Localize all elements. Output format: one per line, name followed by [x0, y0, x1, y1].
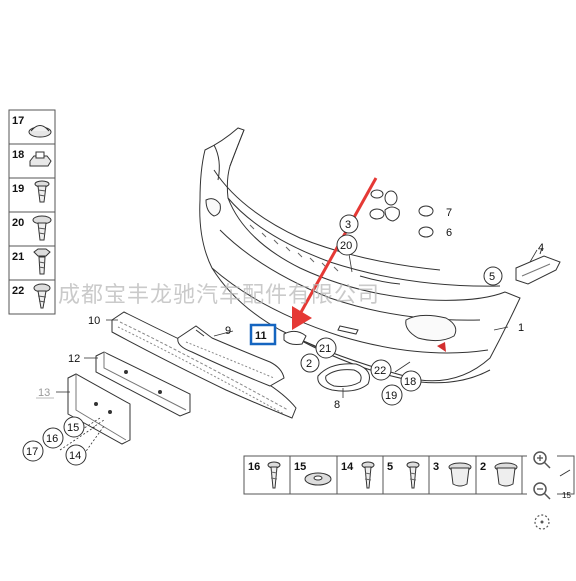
callout-6: 6 — [446, 227, 452, 239]
legend-bottom-label-3: 14 — [341, 461, 354, 473]
legend-left-label-2: 18 — [12, 149, 24, 161]
callout-14: 14 — [69, 450, 81, 462]
bottom-legend-table: 16 15 14 5 3 2 15 — [243, 455, 575, 500]
callout-11-highlight — [249, 323, 277, 346]
callout-11: 11 — [255, 330, 267, 342]
callout-18: 18 — [404, 376, 416, 388]
screw-washer-icon — [32, 215, 52, 241]
bumper-cover — [199, 127, 521, 384]
callout-19: 19 — [385, 390, 397, 402]
legend-left-label-1: 17 — [12, 115, 24, 127]
license-plate-13 — [67, 373, 131, 445]
callout-12: 12 — [68, 353, 80, 365]
legend-left-label-4: 20 — [12, 217, 24, 229]
callout-5: 5 — [489, 271, 495, 283]
callout-labels: 1 2 3 4 5 6 7 8 9 10 11 12 13 14 15 16 1… — [22, 207, 544, 466]
zoom-in-icon — [533, 451, 551, 469]
legend-bottom-label-partial: 15 — [562, 491, 571, 500]
reflector-mark — [437, 342, 446, 352]
callout-20: 20 — [340, 240, 352, 252]
callout-16: 16 — [46, 433, 58, 445]
legend-bottom-label-6: 2 — [480, 461, 486, 473]
callout-1: 1 — [518, 322, 524, 334]
zoom-out-button[interactable] — [527, 476, 557, 506]
legend-bottom-label-4: 5 — [387, 461, 393, 473]
screw-icon — [361, 461, 375, 489]
top-rings — [369, 189, 434, 238]
callout-15: 15 — [67, 422, 79, 434]
callout-21: 21 — [319, 343, 331, 355]
legend-bottom-label-2: 15 — [294, 461, 306, 473]
sheet-screw-icon — [33, 283, 51, 309]
side-bracket — [515, 247, 561, 285]
cover-cap-11 — [283, 330, 307, 345]
grommet-icon — [494, 462, 518, 487]
callout-13: 13 — [38, 387, 50, 399]
license-plate-bracket-12 — [95, 351, 191, 417]
reset-view-button[interactable] — [527, 507, 557, 537]
lower-grille-10 — [111, 311, 297, 419]
grommet-icon — [448, 462, 472, 487]
zoom-out-icon — [533, 482, 551, 500]
screw-icon — [406, 461, 420, 489]
screw-icon — [267, 461, 281, 489]
plug-cap-icon — [28, 125, 52, 138]
hex-screw-icon — [33, 248, 51, 275]
legend-bottom-label-5: 3 — [433, 461, 439, 473]
callout-2: 2 — [306, 358, 312, 370]
callout-9: 9 — [225, 325, 231, 337]
callout-4: 4 — [538, 242, 544, 254]
tow-eye-cover-8 — [317, 363, 370, 392]
legend-left-label-6: 22 — [12, 285, 24, 297]
grille-insert-9 — [177, 325, 285, 387]
clip-nut-icon — [29, 151, 52, 167]
trim-strip — [337, 325, 359, 335]
washer-icon — [304, 472, 332, 486]
callout-8: 8 — [334, 399, 340, 411]
reset-view-icon — [534, 514, 550, 530]
zoom-in-button[interactable] — [527, 445, 557, 475]
callout-10: 10 — [88, 315, 100, 327]
legend-left-label-5: 21 — [12, 251, 24, 263]
screw-icon — [34, 180, 50, 203]
callout-7: 7 — [446, 207, 452, 219]
callout-22: 22 — [374, 365, 386, 377]
callout-17: 17 — [26, 446, 38, 458]
left-legend-table: 17 18 19 20 21 22 — [8, 109, 56, 315]
legend-bottom-label-1: 16 — [248, 461, 260, 473]
legend-left-label-3: 19 — [12, 183, 24, 195]
callout-3: 3 — [345, 219, 351, 231]
watermark-text: 成都宝丰龙驰汽车配件有限公司 — [58, 283, 380, 308]
